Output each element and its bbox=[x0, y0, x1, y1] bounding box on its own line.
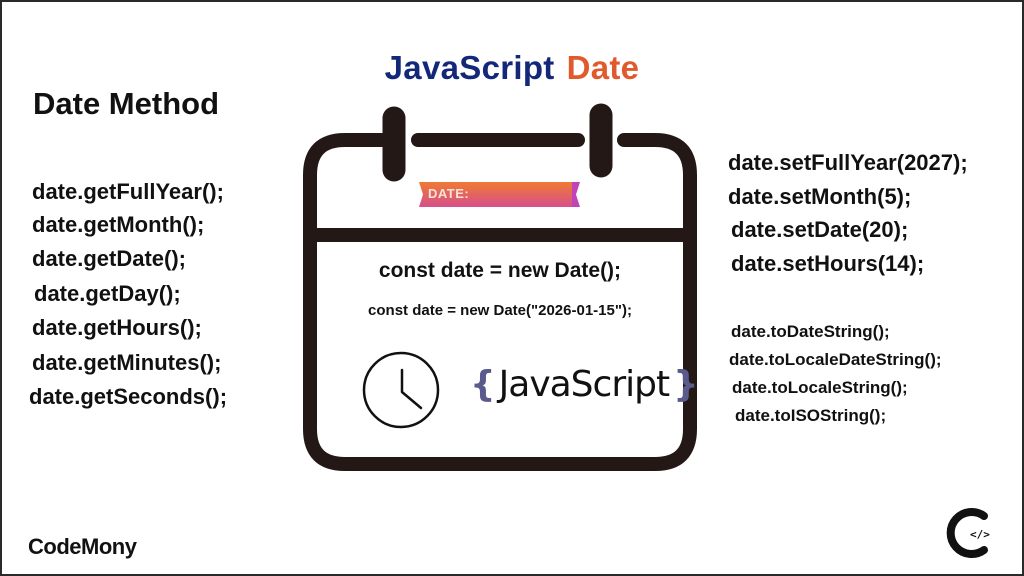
close-brace-icon: } bbox=[673, 364, 699, 405]
ribbon-label: DATE: bbox=[428, 186, 470, 201]
open-brace-icon: { bbox=[470, 364, 496, 405]
setter-item: date.setDate(20); bbox=[731, 217, 909, 242]
codemony-brand: CodeMony bbox=[28, 534, 137, 559]
date-method-heading: Date Method bbox=[33, 86, 219, 121]
title-javascript: JavaScript bbox=[384, 49, 555, 86]
clock-icon bbox=[362, 351, 440, 429]
getter-item: date.getDate(); bbox=[32, 246, 187, 271]
formatter-item: date.toDateString(); bbox=[731, 322, 890, 341]
getter-item: date.getMinutes(); bbox=[32, 350, 222, 375]
setter-item: date.setMonth(5); bbox=[728, 184, 912, 209]
code-new-date: const date = new Date(); bbox=[378, 259, 622, 282]
formatter-item: date.toISOString(); bbox=[735, 406, 887, 425]
getter-item: date.getDay(); bbox=[34, 281, 181, 306]
title-date: Date bbox=[566, 49, 640, 86]
setter-item: date.setFullYear(2027); bbox=[728, 150, 968, 175]
code-new-date-string: const date = new Date("2026-01-15"); bbox=[368, 302, 632, 319]
page-title: JavaScript Date bbox=[0, 49, 1024, 87]
svg-text:</>: </> bbox=[970, 528, 990, 541]
getter-item: date.getSeconds(); bbox=[29, 384, 228, 409]
getter-item: date.getHours(); bbox=[32, 315, 202, 340]
getter-item: date.getFullYear(); bbox=[32, 179, 224, 204]
javascript-logo: {JavaScript} bbox=[470, 364, 699, 405]
setter-item: date.setHours(14); bbox=[731, 251, 925, 276]
formatter-item: date.toLocaleDateString(); bbox=[729, 350, 942, 369]
date-ribbon bbox=[419, 182, 572, 207]
getter-item: date.getMonth(); bbox=[32, 212, 205, 237]
codemony-logo-icon: </> bbox=[946, 508, 990, 558]
formatter-item: date.toLocaleString(); bbox=[732, 378, 908, 397]
